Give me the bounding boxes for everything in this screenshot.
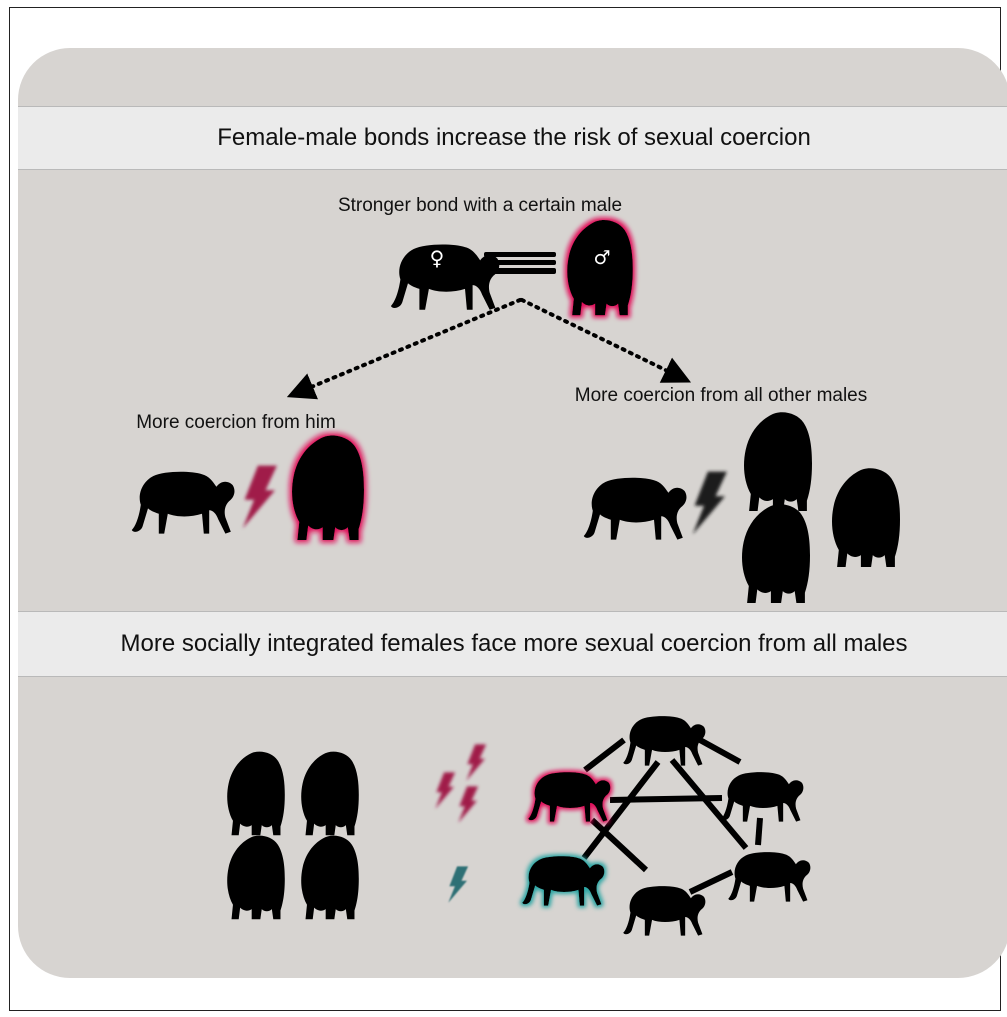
social-network-links: [584, 740, 760, 892]
bolts-magenta-icon: [435, 744, 486, 822]
female-symbol: ♀: [430, 246, 445, 270]
network-female-teal-icon: [522, 856, 604, 906]
network-female-top-icon: [623, 716, 705, 766]
bolt-teal-icon: [448, 866, 468, 902]
bolt-black-icon: [693, 472, 727, 535]
bond-lines-icon: [480, 252, 556, 274]
other-male-2-icon: [832, 468, 900, 567]
female-monkey-icon: [391, 244, 499, 309]
female-monkey-right-icon: [584, 478, 687, 540]
bonded-male-left-icon: [292, 435, 364, 540]
arrow-left: [292, 300, 520, 395]
bolt-magenta-icon: [243, 466, 277, 529]
network-female-magenta-icon: [528, 772, 610, 822]
other-male-3-icon: [742, 504, 810, 603]
network-female-right-icon: [721, 772, 803, 822]
male-symbol: ♂: [593, 247, 610, 269]
network-female-bottom-right-icon: [728, 852, 810, 902]
bond-label: Stronger bond with a certain male: [338, 195, 622, 216]
right-branch-label: More coercion from all other males: [575, 385, 868, 406]
female-monkey-left-icon: [132, 472, 235, 534]
left-branch-label: More coercion from him: [136, 412, 336, 433]
other-male-1-icon: [744, 412, 812, 511]
male-group-icon: [227, 752, 359, 920]
